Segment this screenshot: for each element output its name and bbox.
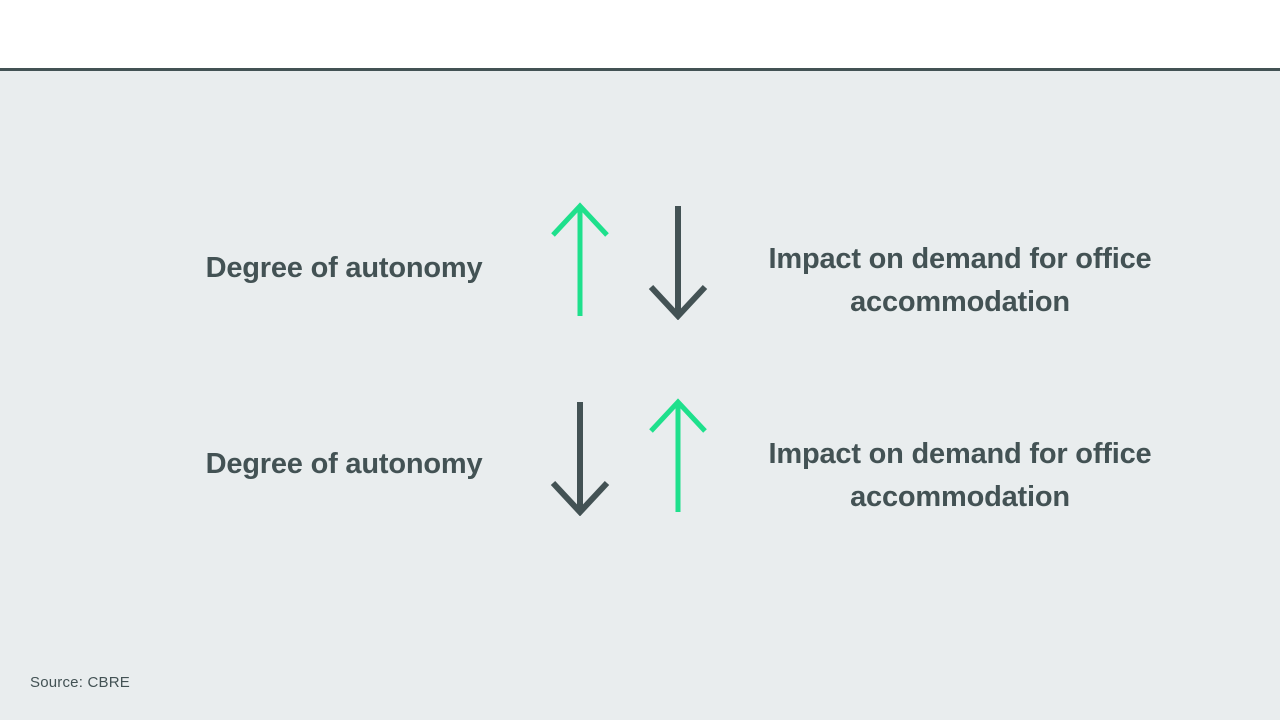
slide-header: [0, 0, 1280, 71]
row2-left-label: Degree of autonomy: [205, 448, 483, 480]
row1-right-label-line1: Impact on demand for office: [768, 243, 1152, 275]
row2-right-label-line1: Impact on demand for office: [768, 438, 1152, 470]
source-note: Source: CBRE: [30, 674, 130, 691]
arrow-down-icon: [648, 202, 708, 320]
arrow-down-icon: [550, 398, 610, 516]
row1-right-label-line2: accommodation: [850, 286, 1070, 318]
row2-right-label: Impact on demand for office accommodatio…: [740, 433, 1180, 519]
row1-left-label: Degree of autonomy: [205, 252, 483, 284]
arrow-up-icon: [648, 398, 708, 516]
row1-right-label: Impact on demand for office accommodatio…: [740, 238, 1180, 324]
row2-right-label-line2: accommodation: [850, 481, 1070, 513]
arrow-up-icon: [550, 202, 610, 320]
